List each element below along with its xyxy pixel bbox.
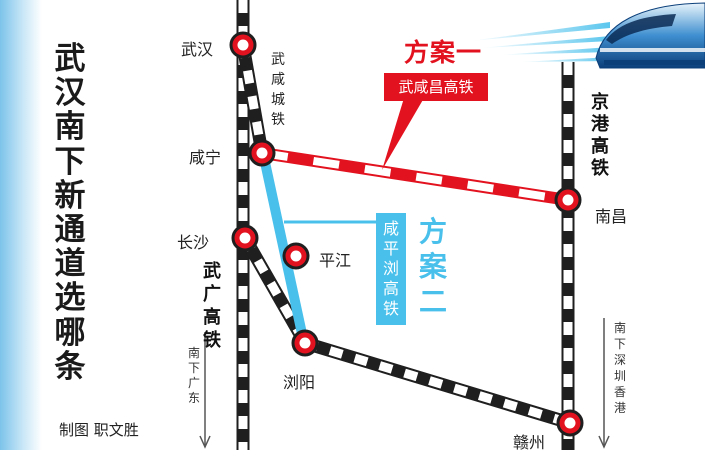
line-label-jinggang: 京港高铁 (591, 92, 609, 179)
city-label-wuhan: 武汉 (181, 40, 214, 59)
liuyang-ganzhou-rail (303, 338, 572, 428)
city-label-ganzhou: 赣州 (513, 433, 546, 450)
page-title: 武汉南下新通道选哪条 (54, 41, 86, 385)
city-label-liuyang: 浏阳 (283, 373, 316, 392)
station-wuhan (229, 31, 257, 59)
plan-a-route-casing (261, 147, 569, 206)
station-liuyang (291, 329, 319, 357)
arrow-down-icon (199, 332, 211, 449)
plan-a-route-badge: 武咸昌高铁 (384, 73, 488, 101)
plan-a-title: 方案一 (404, 38, 483, 67)
map-credit: 制图 职文胜 (59, 421, 139, 439)
plan-a-callout-pointer (382, 98, 424, 170)
line-label-towards-guangdong: 南下广东 (187, 346, 200, 405)
wuxian-rail (238, 44, 267, 154)
plan-b-route-line (258, 151, 309, 345)
city-label-changsha: 长沙 (177, 233, 210, 252)
plan-b-route-badge: 咸平浏高铁 (376, 213, 406, 325)
arrow-down-icon (598, 318, 610, 449)
line-label-towards-shenzhen-hk: 南下深圳香港 (613, 321, 626, 415)
left-color-band (0, 0, 42, 450)
station-nanchang (554, 186, 582, 214)
station-changsha (231, 224, 259, 252)
high-speed-train-icon (595, 2, 705, 69)
station-ganzhou (556, 409, 584, 437)
station-xianning (248, 139, 276, 167)
station-pingjiang (282, 242, 310, 270)
changsha-liuyang-rail (241, 235, 309, 346)
line-label-wuxian: 武咸城铁 (271, 52, 285, 128)
city-label-xianning: 咸宁 (189, 148, 222, 167)
speed-lines (470, 22, 612, 62)
city-label-nanchang: 南昌 (595, 207, 628, 226)
plan-b-title: 方案二 (418, 215, 447, 318)
line-label-wuguang: 武广高铁 (203, 261, 221, 351)
city-label-pingjiang: 平江 (319, 251, 352, 270)
